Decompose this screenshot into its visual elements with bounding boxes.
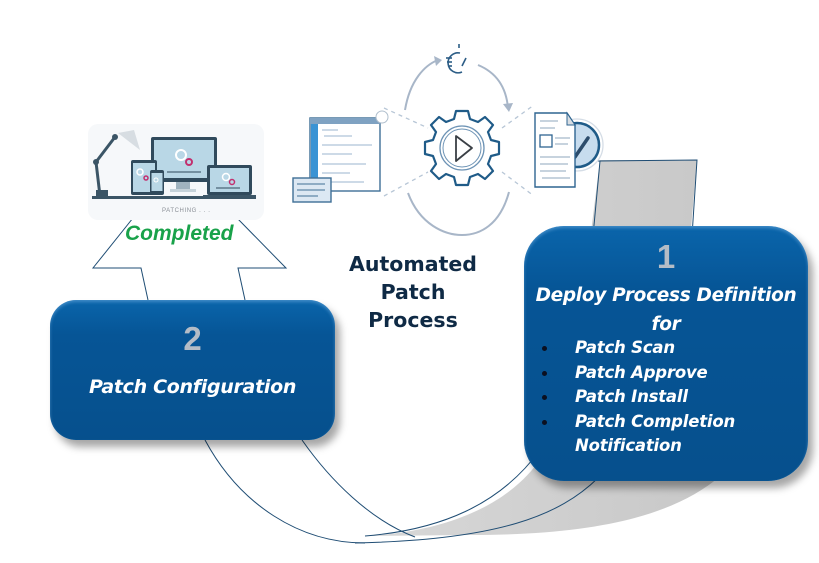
return-arc-outer — [204, 439, 366, 544]
step-1-title: Deploy Process Definition for — [524, 281, 808, 339]
step-2-number: 2 — [183, 320, 202, 357]
completed-label: Completed — [125, 222, 234, 245]
step-2-box: 2 Patch Configuration — [50, 300, 335, 440]
return-arc-inner — [301, 439, 416, 538]
step-1-title-line-1: Deploy Process Definition — [535, 285, 797, 306]
diagram-title: Automated Patch Process — [330, 250, 496, 334]
bullet-icon — [542, 370, 547, 376]
bullet-icon — [542, 346, 547, 351]
title-line-2: Patch — [380, 280, 446, 304]
step-1-number: 1 — [656, 238, 676, 275]
stopwatch-icon — [446, 44, 467, 74]
title-line-3: Process — [368, 308, 458, 332]
patching-status-text: PATCHING . . . — [162, 208, 211, 214]
curved-arrow-band-edge-lower — [364, 449, 541, 537]
code-editor-icon — [292, 110, 389, 203]
bullet-icon — [542, 419, 547, 425]
gear-play-icon — [423, 109, 501, 187]
title-line-1: Automated — [349, 252, 477, 276]
bullet-icon — [542, 395, 547, 400]
curved-arrow-band-edge-inner — [592, 160, 601, 237]
step-2-title: Patch Configuration — [88, 376, 297, 398]
step-1-box: 1 Deploy Process Definition for Patch Sc… — [524, 226, 808, 481]
curved-arrow-band-outline — [597, 159, 698, 237]
document-check-icon — [534, 111, 604, 188]
step-1-title-line-2: for — [651, 314, 681, 335]
curved-arrow-band-edge-outer — [354, 477, 599, 544]
